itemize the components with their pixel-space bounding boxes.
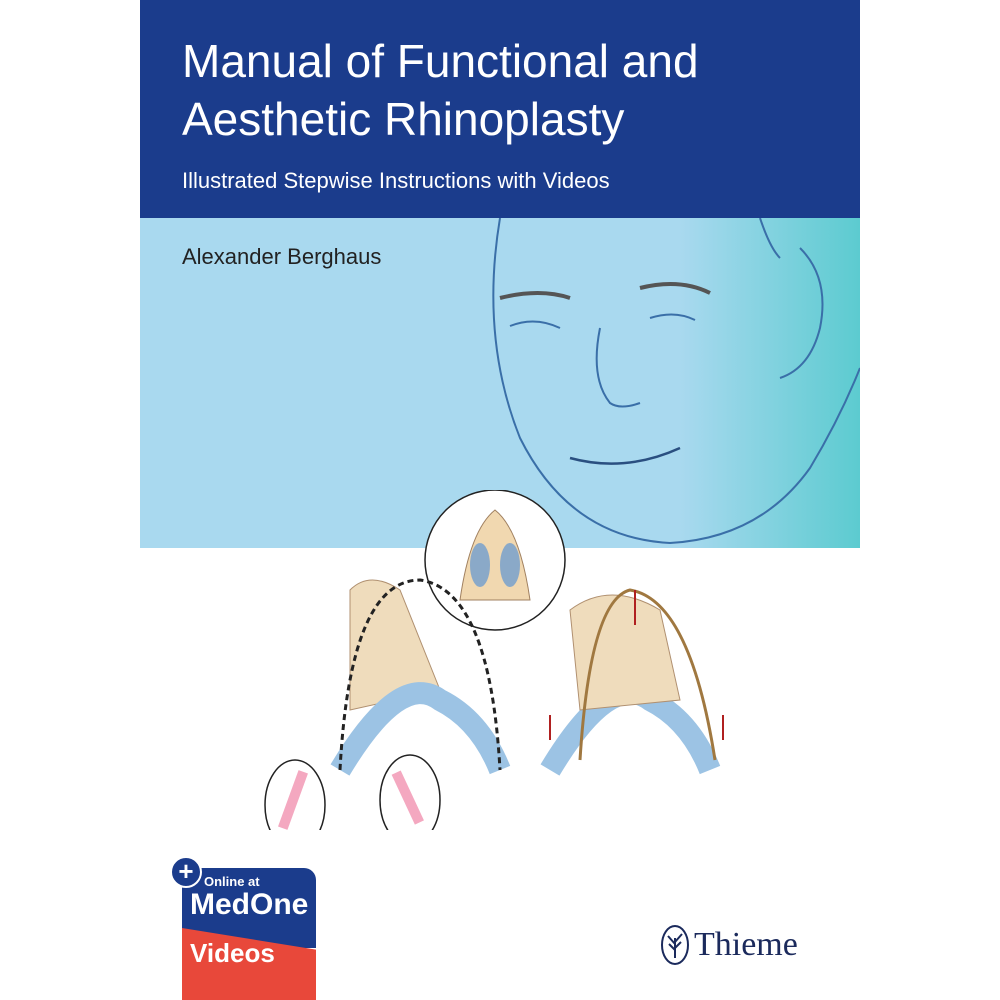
book-title: Manual of Functional and Aesthetic Rhino…: [182, 32, 699, 148]
badge-medone-text: MedOne: [190, 888, 309, 921]
title-header: Manual of Functional and Aesthetic Rhino…: [140, 0, 860, 218]
publisher-name: Thieme: [694, 926, 798, 963]
badge-videos-text: Videos: [190, 938, 275, 968]
medone-videos-badge: + Online at MedOne Videos: [170, 856, 316, 1000]
tree-icon: [661, 925, 689, 965]
book-cover: Manual of Functional and Aesthetic Rhino…: [140, 0, 860, 1000]
portrait-sketch: [492, 218, 860, 545]
title-line-2: Aesthetic Rhinoplasty: [182, 93, 625, 145]
plus-icon: +: [170, 856, 202, 888]
badge-online-text: Online at: [204, 874, 260, 889]
title-line-1: Manual of Functional and: [182, 35, 699, 87]
book-subtitle: Illustrated Stepwise Instructions with V…: [182, 168, 610, 193]
author-name: Alexander Berghaus: [182, 244, 382, 269]
publisher-logo: Thieme: [660, 924, 798, 966]
surgical-illustration: [264, 490, 724, 830]
